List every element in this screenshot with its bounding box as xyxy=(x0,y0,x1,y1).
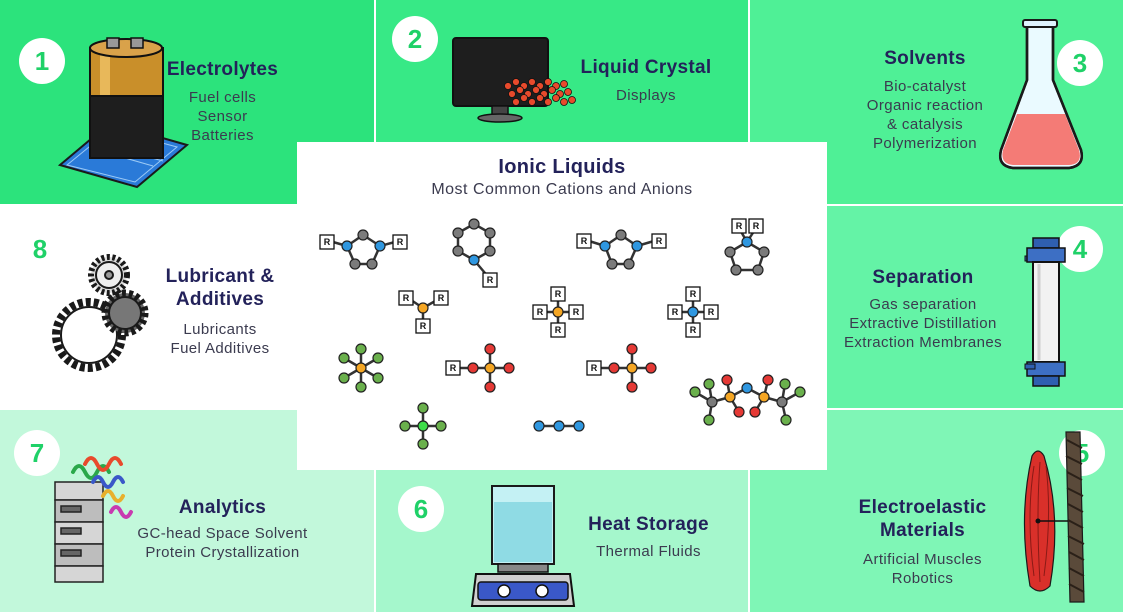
battery-icon xyxy=(57,37,190,189)
panel-number-2: 2 xyxy=(392,16,438,62)
flask-icon xyxy=(999,19,1083,170)
center-subtitle: Most Common Cations and Anions xyxy=(431,181,693,198)
panel-number-6: 6 xyxy=(398,486,444,532)
panel-items: Lubricants Fuel Additives xyxy=(170,321,270,357)
r-label: R xyxy=(591,363,598,373)
r-label: R xyxy=(656,236,663,246)
panel-title: Solvents xyxy=(884,48,966,69)
r-label: R xyxy=(690,289,697,299)
panel-items: Artificial Muscles Robotics xyxy=(863,551,982,587)
panel-electroelastic: 5 Electroelastic Materials Artificial Mu… xyxy=(750,410,1123,612)
center-panel: Ionic Liquids Most Common Cations and An… xyxy=(297,142,827,470)
hotplate-beaker-icon xyxy=(470,485,576,607)
r-label: R xyxy=(736,221,743,231)
panel-items: GC-head Space Solvent Protein Crystalliz… xyxy=(137,525,308,561)
panel-items: Gas separation Extractive Distillation E… xyxy=(843,296,1003,351)
analyzer-icon xyxy=(54,456,133,583)
panel-number-1: 1 xyxy=(19,38,65,84)
r-label: R xyxy=(672,307,679,317)
r-label: R xyxy=(573,307,580,317)
panel-title: Separation xyxy=(872,267,974,288)
panel-number-8: 8 xyxy=(17,226,63,272)
r-label: R xyxy=(487,275,494,285)
r-label: R xyxy=(555,289,562,299)
center-title: Ionic Liquids xyxy=(498,156,626,178)
panel-title: Analytics xyxy=(178,497,267,518)
r-label: R xyxy=(581,236,588,246)
panel-title: Electroelastic Materials xyxy=(858,497,987,541)
panel-title: Lubricant & Additives xyxy=(165,266,275,310)
r-label: R xyxy=(555,325,562,335)
r-label: R xyxy=(403,293,410,303)
panel-items: Fuel cells Sensor Batteries xyxy=(188,89,257,144)
panel-electrolytes: 1 Electrolytes Fuel cells Sensor Batteri… xyxy=(0,0,374,204)
r-label: R xyxy=(708,307,715,317)
panel-items: Bio-catalyst Organic reaction & catalysi… xyxy=(866,78,984,152)
r-label: R xyxy=(450,363,457,373)
panel-title: Heat Storage xyxy=(588,514,709,535)
molecules-illustration: R R R R R R R R R R R R R R R R R R R R xyxy=(319,218,806,450)
panel-items: Thermal Fluids xyxy=(596,543,701,560)
muscle-icon xyxy=(1023,431,1085,603)
r-label: R xyxy=(537,307,544,317)
r-label: R xyxy=(397,237,404,247)
panel-items: Displays xyxy=(616,87,676,104)
gears-icon xyxy=(52,254,149,372)
panel-title: Electrolytes xyxy=(166,59,279,80)
r-label: R xyxy=(753,221,760,231)
separation-column-icon xyxy=(1024,237,1066,387)
panel-number-7: 7 xyxy=(14,430,60,476)
r-label: R xyxy=(420,321,427,331)
monitor-icon xyxy=(452,37,576,123)
panel-analytics: 7 Analytics GC-hea xyxy=(0,410,374,612)
r-label: R xyxy=(690,325,697,335)
r-label: R xyxy=(438,293,445,303)
panel-title: Liquid Crystal xyxy=(580,57,712,78)
r-label: R xyxy=(324,237,331,247)
panel-number-3: 3 xyxy=(1057,40,1103,86)
